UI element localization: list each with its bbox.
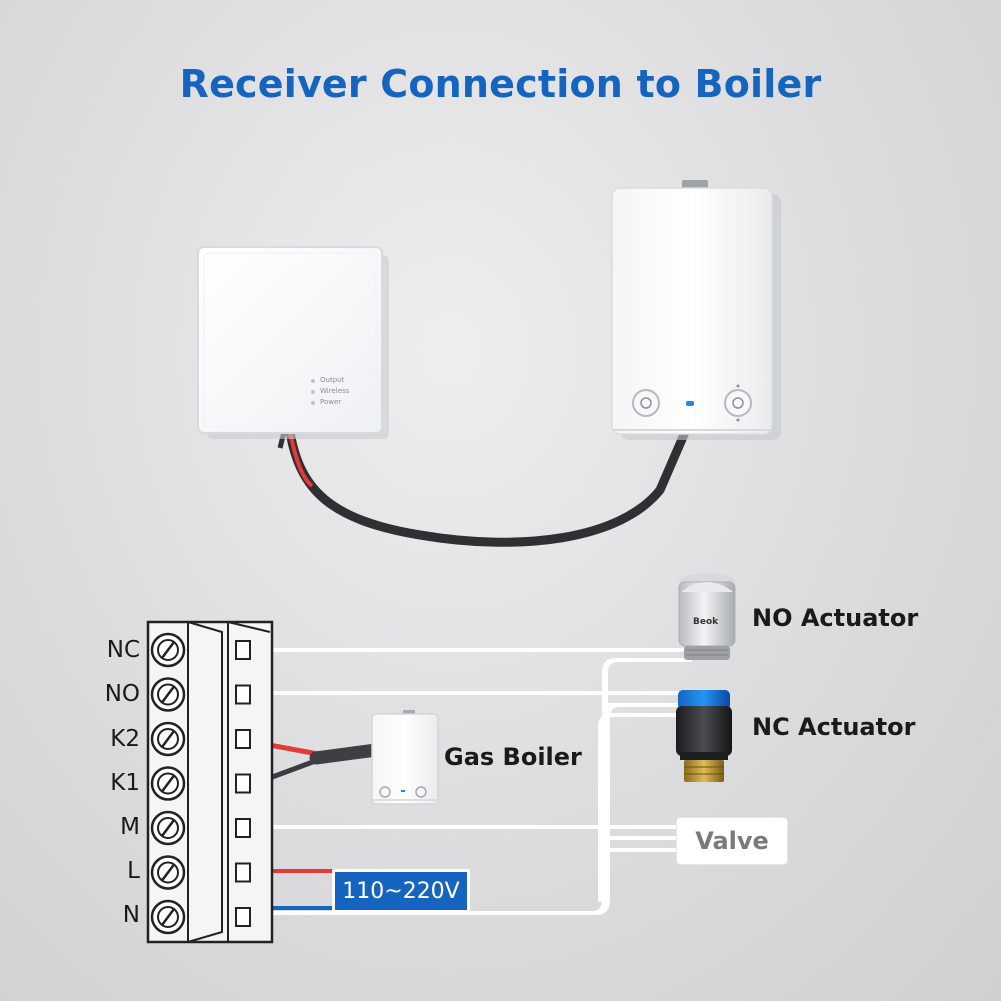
terminal-socket bbox=[235, 773, 251, 794]
terminal-label-n: N bbox=[122, 902, 140, 928]
boiler-indicator bbox=[686, 401, 694, 406]
led-label-power: Power bbox=[320, 398, 342, 406]
terminal-socket bbox=[235, 907, 251, 927]
terminal-screws bbox=[150, 632, 186, 935]
terminal-label-no: NO bbox=[104, 681, 140, 707]
gas-boiler-label: Gas Boiler bbox=[444, 743, 582, 771]
led-wireless bbox=[311, 390, 315, 394]
wall-boiler bbox=[611, 180, 781, 440]
terminal-screw bbox=[150, 899, 186, 935]
receiver-to-boiler-cable bbox=[277, 425, 691, 547]
led-label-output: Output bbox=[320, 376, 345, 384]
terminal-screw bbox=[150, 810, 186, 846]
no-actuator bbox=[678, 573, 736, 660]
terminal-label-m: M bbox=[120, 814, 140, 840]
valve-box: Valve bbox=[677, 818, 787, 864]
terminal-screw bbox=[150, 766, 186, 801]
terminal-label-nc: NC bbox=[106, 637, 140, 663]
voltage-box: 110~220V bbox=[332, 869, 470, 913]
terminal-sockets bbox=[235, 640, 251, 927]
page-title: Receiver Connection to Boiler bbox=[179, 62, 822, 106]
terminal-socket bbox=[235, 862, 251, 883]
terminal-screw bbox=[150, 855, 186, 890]
actuator-brand-label: Beok bbox=[693, 617, 719, 627]
signal-wires bbox=[254, 648, 692, 915]
terminal-screw bbox=[150, 677, 186, 712]
terminal-socket bbox=[235, 684, 251, 705]
nc-actuator bbox=[676, 690, 732, 782]
led-label-wireless: Wireless bbox=[320, 387, 350, 395]
terminal-socket bbox=[235, 640, 251, 660]
voltage-label: 110~220V bbox=[342, 878, 460, 904]
terminal-socket bbox=[235, 818, 251, 838]
receiver-panel bbox=[197, 246, 389, 439]
terminal-label-k2: K2 bbox=[110, 726, 140, 752]
valve-label: Valve bbox=[695, 827, 769, 855]
gas-boiler bbox=[371, 710, 439, 805]
led-output bbox=[311, 379, 315, 383]
no-actuator-label: NO Actuator bbox=[752, 604, 919, 632]
nc-actuator-label: NC Actuator bbox=[752, 713, 916, 741]
led-power bbox=[311, 401, 315, 405]
boiler-left-knob bbox=[632, 389, 660, 417]
terminal-screw bbox=[150, 721, 186, 757]
terminal-screw bbox=[150, 632, 186, 668]
terminal-label-k1: K1 bbox=[110, 770, 140, 796]
boiler-right-knob bbox=[724, 389, 752, 417]
terminal-socket bbox=[235, 729, 251, 749]
terminal-label-l: L bbox=[127, 858, 140, 884]
